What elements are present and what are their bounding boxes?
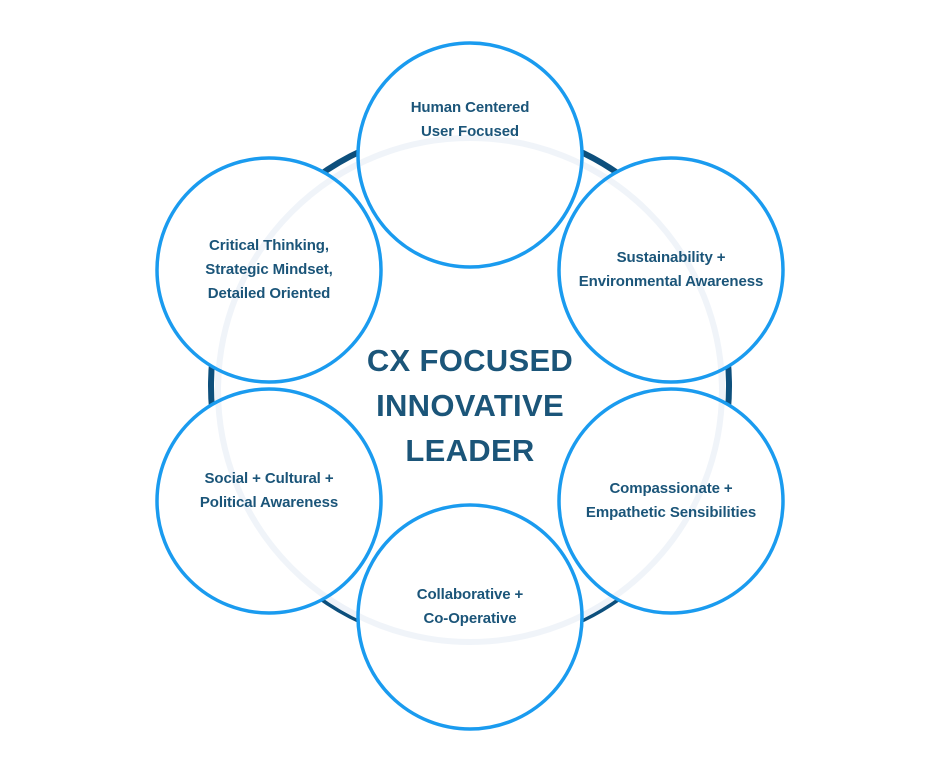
node-circle-top-right bbox=[557, 156, 785, 384]
node-circle-top bbox=[356, 41, 584, 269]
node-critical-thinking: Critical Thinking, Strategic Mindset, De… bbox=[156, 157, 382, 383]
node-circle-bottom bbox=[356, 503, 584, 731]
node-label-line: Human Centered bbox=[410, 99, 530, 116]
node-circle-top-left bbox=[155, 156, 383, 384]
node-sustainability: Sustainability + Environmental Awareness bbox=[558, 157, 784, 383]
center-title-line-3: LEADER bbox=[405, 433, 535, 468]
node-circle-fills bbox=[157, 43, 783, 729]
node-circle-bottom-right bbox=[557, 387, 785, 615]
node-label-line: Political Awareness bbox=[199, 494, 339, 511]
center-title: CX FOCUSED INNOVATIVE LEADER bbox=[320, 338, 620, 473]
node-label-line: Co-Operative bbox=[423, 610, 517, 627]
center-title-line-2: INNOVATIVE bbox=[376, 388, 564, 423]
inner-light-ring-overlay bbox=[215, 135, 725, 645]
node-label-line: Sustainability + bbox=[616, 249, 726, 266]
node-label-line: Critical Thinking, bbox=[209, 237, 329, 254]
node-label-line: User Focused bbox=[421, 123, 519, 140]
node-label-line: Empathetic Sensibilities bbox=[585, 504, 757, 521]
node-label-line: Strategic Mindset, bbox=[205, 261, 333, 278]
node-label-line: Collaborative + bbox=[416, 586, 524, 603]
node-label-line: Environmental Awareness bbox=[578, 273, 764, 290]
node-social-cultural: Social + Cultural + Political Awareness bbox=[156, 388, 382, 614]
node-human-centered: Human Centered User Focused bbox=[357, 42, 583, 268]
node-compassionate: Compassionate + Empathetic Sensibilities bbox=[558, 388, 784, 614]
center-title-line-1: CX FOCUSED bbox=[366, 343, 574, 378]
node-label-line: Social + Cultural + bbox=[204, 470, 334, 487]
node-circle-bottom-left bbox=[155, 387, 383, 615]
node-circle-outlines bbox=[155, 41, 785, 731]
node-collaborative: Collaborative + Co-Operative bbox=[357, 504, 583, 730]
node-label-line: Detailed Oriented bbox=[207, 285, 331, 302]
node-label-line: Compassionate + bbox=[609, 480, 733, 497]
